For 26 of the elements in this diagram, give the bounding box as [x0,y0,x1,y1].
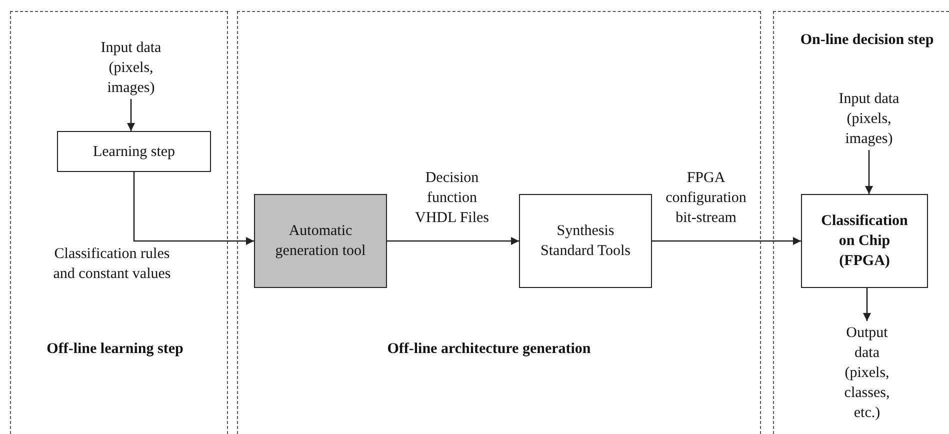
data-text: Output data (pixels, classes, etc.) [843,324,891,423]
dashed-panel [10,11,228,434]
edge-label: Decision function VHDL Files [414,169,490,228]
box-label: Synthesis Standard Tools [540,222,632,261]
process-box [801,194,928,288]
dashed-panel [773,11,949,434]
data-text: Input data (pixels, images) [100,39,162,98]
panel-heading: On-line decision step [800,31,934,50]
edge-label: FPGA configuration bit-stream [664,169,748,228]
box-label: Automatic generation tool [274,222,367,261]
arrow [865,150,873,194]
arrow [863,288,871,321]
arrow [652,237,801,245]
dashed-panel [237,11,761,434]
box-label: Learning step [92,142,176,162]
process-box [254,194,387,288]
panel-heading: Off-line learning step [46,340,184,359]
box-label: Classification on Chip (FPGA) [820,212,909,271]
process-box [519,194,652,288]
arrow [133,172,254,245]
edge-label: Classification rules and constant values [52,245,172,284]
panel-heading: Off-line architecture generation [387,340,591,359]
arrow [387,237,519,245]
arrow [127,99,135,131]
data-text: Input data (pixels, images) [838,90,900,149]
process-box [57,131,211,172]
